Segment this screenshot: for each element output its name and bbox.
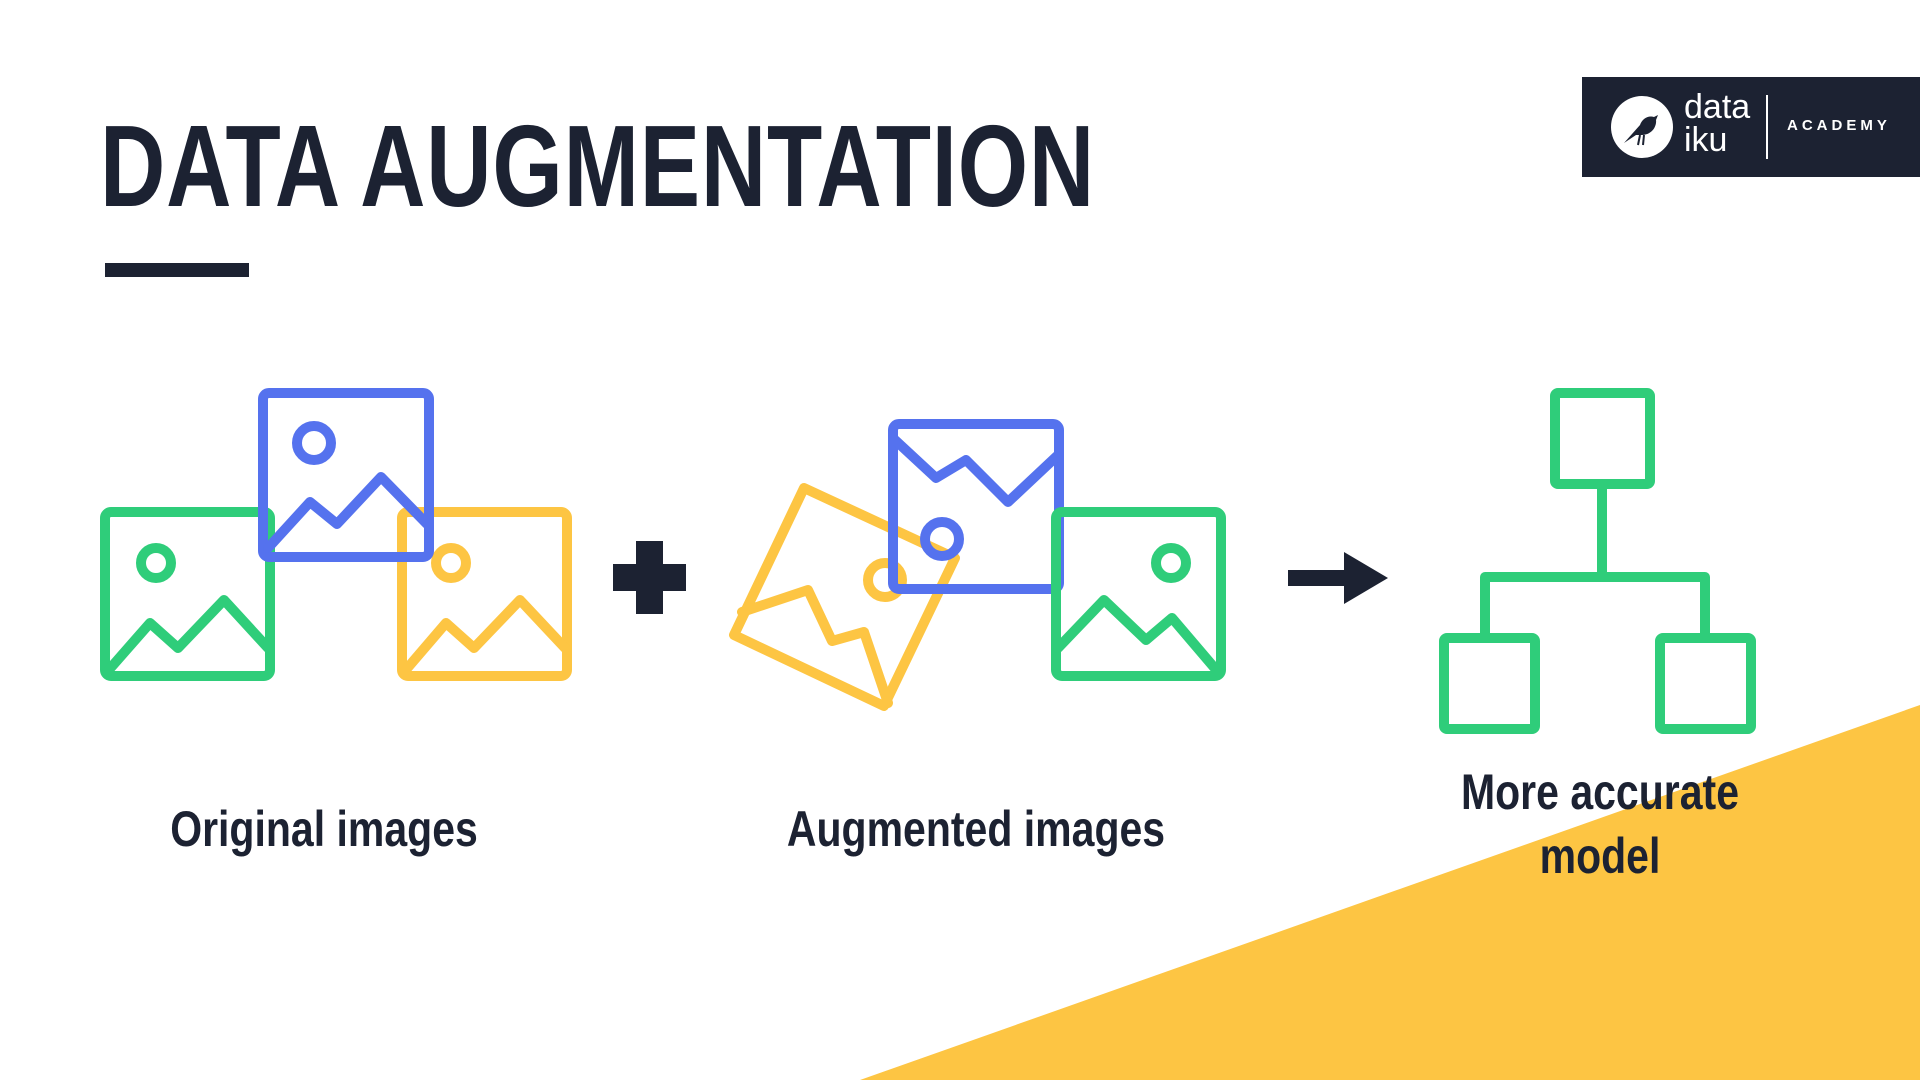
- rotated-image-icon-yellow: [729, 483, 960, 711]
- brand-line-1: data: [1684, 88, 1751, 126]
- tree-model-icon: [1439, 388, 1756, 734]
- caption-more-accurate-model: More accurate model: [1428, 760, 1772, 888]
- original-images-group: [100, 388, 572, 681]
- caption-accurate-line-2: model: [1539, 828, 1661, 884]
- caption-accurate-line-1: More accurate: [1460, 764, 1740, 820]
- badge-academy-label: ACADEMY: [1787, 117, 1891, 134]
- image-icon-blue: [258, 388, 434, 562]
- badge-divider: [1766, 95, 1768, 159]
- title-underline: [105, 263, 249, 277]
- bird-icon: [1611, 96, 1673, 158]
- flipped-image-icon-blue: [888, 419, 1064, 594]
- brand-name: data iku: [1684, 88, 1751, 159]
- image-icon-green: [100, 507, 275, 681]
- dataiku-academy-badge: data iku ACADEMY: [1582, 77, 1920, 177]
- image-icon-green-augmented: [1051, 507, 1226, 681]
- augmented-images-group: [729, 419, 1226, 711]
- caption-augmented-images: Augmented images: [786, 801, 1166, 857]
- plus-icon: [613, 541, 686, 614]
- page-title: DATA AUGMENTATION: [100, 101, 1095, 231]
- image-icon-yellow: [397, 507, 572, 681]
- arrow-right-icon: [1288, 552, 1388, 604]
- caption-original-images: Original images: [170, 801, 478, 857]
- brand-line-2: iku: [1684, 121, 1728, 159]
